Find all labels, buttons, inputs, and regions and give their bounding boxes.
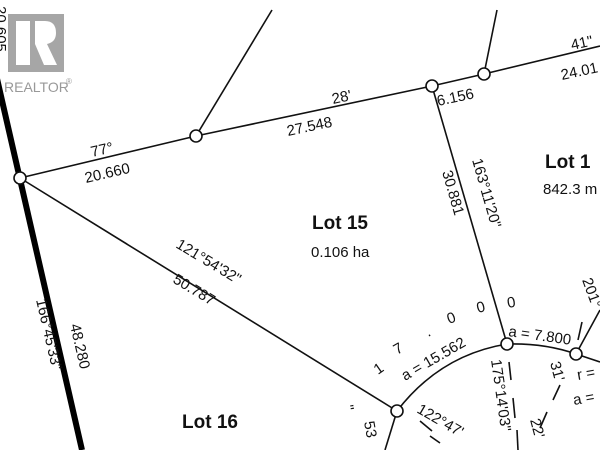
arc-radius-char: 0 (445, 309, 459, 328)
radius-label: r = (576, 364, 597, 384)
dash (429, 435, 441, 444)
registered-mark: ® (66, 77, 72, 86)
lot-1-name: Lot 1 (545, 152, 591, 173)
survey-point (477, 67, 491, 81)
arc-radius-char: 0 (506, 294, 517, 312)
bearing-label: 41" (569, 33, 594, 54)
bearing-label: 22' (526, 417, 548, 440)
lot-16-name: Lot 16 (182, 412, 238, 433)
lot-line (483, 9, 498, 75)
bearing-label: 163°11'20" (468, 156, 504, 229)
bearing-label: " (339, 404, 357, 412)
distance-label: 20.605 (0, 6, 9, 52)
distance-label: 53 (360, 420, 380, 439)
survey-point (425, 79, 439, 93)
realtor-logo: REALTOR ® (4, 14, 72, 95)
lot-line (195, 9, 273, 137)
distance-label: 24.01 (559, 59, 599, 83)
arc-radius-char: 0 (475, 298, 487, 317)
distance-label: 48.280 (66, 322, 93, 371)
distance-label: 27.548 (285, 114, 333, 140)
arc-radius-char: 7 (391, 340, 407, 359)
survey-point (189, 129, 203, 143)
dash (419, 420, 433, 432)
bearing-label: 201° (578, 276, 600, 311)
heavy-boundary-line (0, 78, 85, 450)
southwest-boundary (19, 177, 398, 412)
dash (577, 321, 583, 341)
bearing-label: 122°47' (414, 401, 466, 441)
distance-label: 20.660 (83, 160, 132, 187)
arc-radius-char: 1 (371, 360, 388, 379)
bearing-label: 28' (330, 87, 353, 108)
arc-radius-char: . (423, 323, 434, 340)
lot-15-area: 0.106 ha (311, 244, 370, 261)
dash (516, 429, 519, 450)
survey-point (390, 404, 404, 418)
bearing-label: 77° (89, 139, 115, 161)
realtor-text: REALTOR (4, 79, 69, 95)
dash (552, 384, 561, 401)
survey-point (569, 347, 583, 361)
lot-line (575, 309, 600, 355)
lot-15-name: Lot 15 (312, 213, 368, 234)
dash (512, 397, 516, 419)
lot-1-area: 842.3 m (543, 181, 597, 198)
arc-length-label: a = (572, 388, 596, 408)
lot-line (384, 410, 398, 450)
distance-label: 50.787 (170, 271, 218, 309)
bearing-label: 31' (546, 360, 568, 383)
north-boundary (19, 45, 600, 179)
bearing-label: 166°45'33" (32, 297, 65, 372)
survey-point (500, 337, 514, 351)
distance-label: 6.156 (435, 85, 475, 109)
dash (508, 361, 512, 381)
dash (539, 411, 548, 429)
east-boundary (431, 85, 508, 345)
survey-point (13, 171, 27, 185)
